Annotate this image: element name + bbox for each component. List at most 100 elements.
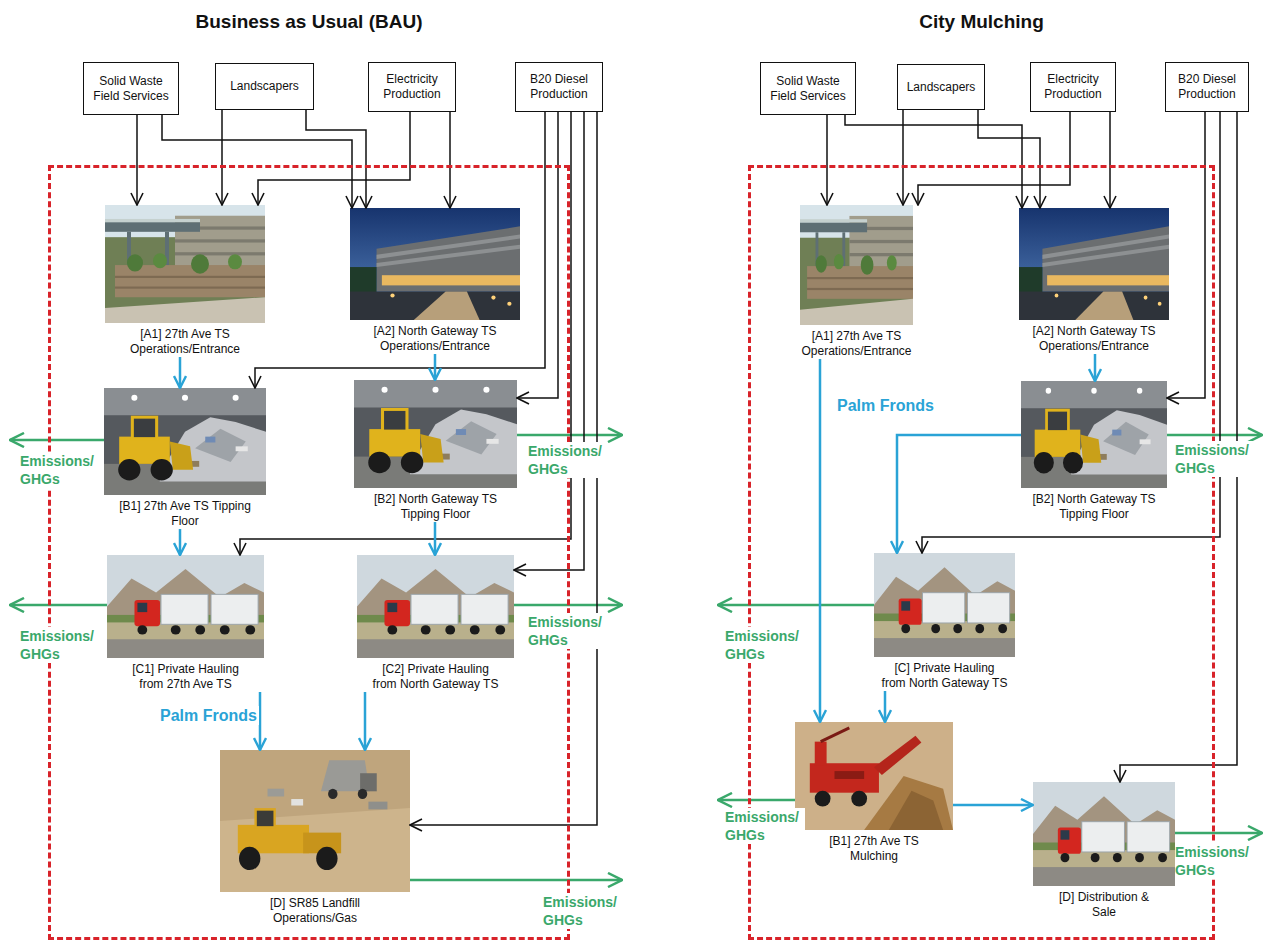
input-box: B20 Diesel Production [515,62,603,112]
process-photo-node: [A1] 27th Ave TS Operations/Entrance [105,205,265,357]
box-label: Solid Waste Field Services [767,74,849,104]
emission-arrow [718,799,795,802]
material-flow-arrow [434,522,437,555]
input-box: Electricity Production [368,62,456,112]
flow-label: Palm Fronds [835,396,936,415]
process-photo-node: [B1] 27th Ave TS Tipping Floor [104,388,266,529]
input-arrow [517,112,558,398]
process-photo-node: [C] Private Hauling from North Gateway T… [874,553,1015,691]
input-arrow [255,112,545,388]
emission-arrows [10,435,1262,880]
input-box: Electricity Production [1030,62,1116,112]
photo-caption: [C] Private Hauling from North Gateway T… [881,661,1008,691]
emission-arrow [718,604,874,607]
connectors [137,110,1237,825]
mulcher-photo [795,722,953,830]
input-box: Solid Waste Field Services [83,62,179,115]
photos [104,205,1175,892]
system-boundary: City Mulching[A1] 27th Ave TS Operations… [748,165,1215,940]
panel-heading: Business as Usual (BAU) [51,11,567,34]
input-arrow [258,112,410,205]
photo-caption: [A1] 27th Ave TS Operations/Entrance [115,327,255,357]
input-arrow [514,112,584,570]
material-flow-arrow [179,529,182,555]
photo-caption: [A1] 27th Ave TS Operations/Entrance [787,329,927,359]
input-arrow [306,110,366,208]
tipping-floor-photo [104,388,266,495]
input-arrow [240,112,571,555]
input-arrow [1167,112,1205,398]
photo-caption: [B2] North Gateway TS Tipping Floor [366,492,506,522]
truck-photo [1033,782,1175,886]
photo-caption: [C2] Private Hauling from North Gateway … [371,662,501,692]
input-arrow [449,112,451,208]
photo-caption: [A2] North Gateway TS Operations/Entranc… [365,324,505,354]
truck-photo [357,555,514,658]
emissions-label: Emissions/ GHGs [528,442,608,478]
emissions-label: Emissions/ GHGs [725,808,805,844]
emissions-label: Emissions/ GHGs [20,452,100,488]
emission-arrow [514,604,622,607]
emission-arrow [517,434,622,437]
tipping-floor-photo [1021,381,1167,488]
emissions-label: Emissions/ GHGs [725,627,805,663]
input-arrow [978,110,1040,208]
photo-caption: [B1] 27th Ave TS Tipping Floor [115,499,255,529]
emissions-label: Emissions/ GHGs [543,893,623,929]
input-arrow [1109,112,1111,208]
system-boundary: Business as Usual (BAU)[A1] 27th Ave TS … [48,165,570,940]
photo-caption: [A2] North Gateway TS Operations/Entranc… [1024,324,1164,354]
transfer-station-photo [350,208,520,320]
process-photo-node: [A1] 27th Ave TS Operations/Entrance [787,205,927,359]
material-flow-arrow [434,354,437,380]
emission-arrow [410,879,622,882]
emission-arrow [10,604,107,607]
emissions-label: Emissions/ GHGs [20,627,100,663]
photo-caption: [B2] North Gateway TS Tipping Floor [1024,492,1164,522]
box-label: Solid Waste Field Services [90,74,172,104]
input-arrow [845,115,1022,208]
process-photo-node: [B1] 27th Ave TS Mulching [795,722,953,864]
emissions-label: Emissions/ GHGs [1175,843,1255,879]
box-label: Landscapers [907,80,976,95]
photo-caption: [D] SR85 Landfill Operations/Gas [245,896,385,926]
photo-caption: [D] Distribution & Sale [1054,890,1154,920]
box-label: B20 Diesel Production [1172,72,1242,102]
box-label: Electricity Production [375,72,449,102]
process-photo-node: [A2] North Gateway TS Operations/Entranc… [1019,208,1169,354]
panel-heading: City Mulching [751,11,1212,34]
truck-photo [874,553,1015,657]
input-box: Solid Waste Field Services [760,62,856,115]
input-arrow [902,110,904,205]
photo-caption: [C1] Private Hauling from 27th Ave TS [126,662,246,692]
input-arrow [922,112,1220,553]
truck-photo [107,555,264,658]
input-arrow [410,112,597,825]
input-arrow [136,115,138,205]
input-arrow [918,112,1070,205]
emissions-label: Emissions/ GHGs [528,613,608,649]
input-box: B20 Diesel Production [1165,62,1249,112]
emission-arrow [1175,832,1262,835]
input-box: Landscapers [215,63,314,110]
transfer-station-photo [1019,208,1169,320]
process-photo-node: [B2] North Gateway TS Tipping Floor [354,380,517,522]
input-arrow [162,115,352,208]
input-arrow [221,110,223,205]
process-photo-node: [D] SR85 Landfill Operations/Gas [220,750,410,926]
landfill-photo [220,750,410,892]
material-flow-arrow [897,435,1021,553]
emission-arrow [1167,434,1262,437]
process-photo-node: [A2] North Gateway TS Operations/Entranc… [350,208,520,354]
material-flow-arrow [1094,354,1097,381]
transfer-station-photo [105,205,265,323]
input-arrow [826,115,828,205]
material-flow-arrow [953,804,1033,807]
emission-arrow [10,439,104,442]
material-flow-arrow [364,692,367,750]
material-flow-arrow [819,359,822,722]
